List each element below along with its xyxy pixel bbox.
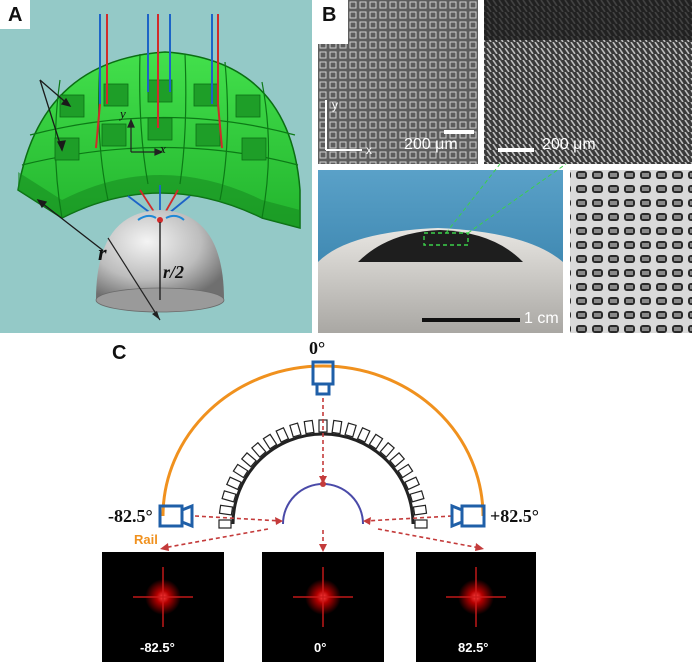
ommatidium <box>344 422 357 438</box>
ommatidium <box>225 476 242 491</box>
ommatidium <box>356 426 371 443</box>
half-radius-label: r/2 <box>163 262 185 282</box>
spot-image-right: 82.5° <box>416 552 536 662</box>
ommatidium <box>404 476 421 491</box>
panel-a: A r r/2 y x <box>0 0 312 333</box>
axis-x-label: x <box>160 141 166 156</box>
ommatidium <box>389 452 406 468</box>
ommatidium <box>397 463 414 479</box>
compound-eye-underside <box>18 172 300 228</box>
camera-right <box>450 503 486 529</box>
inner-hemisphere <box>282 483 364 525</box>
panel-c-letter: C <box>112 342 127 365</box>
angle-left-label: -82.5° <box>108 506 153 526</box>
ommatidium <box>218 519 232 529</box>
ommatidium <box>414 519 428 529</box>
scalebar-label-3: 1 cm <box>524 310 559 327</box>
spot-image-center: 0° <box>262 552 384 662</box>
spot-label-center: 0° <box>314 640 327 655</box>
ommatidium <box>379 441 395 458</box>
ommatidium <box>221 490 237 503</box>
ommatidium <box>232 463 249 479</box>
camera-top <box>311 360 335 396</box>
rail-arc <box>161 364 485 517</box>
sem-axis-y: y <box>332 98 338 112</box>
panel-b-letter: B <box>318 0 344 29</box>
spot-label-right: 82.5° <box>458 640 489 655</box>
radius-label: r <box>98 240 107 265</box>
angle-top-label: 0° <box>309 338 326 358</box>
panel-c-schematic <box>158 360 486 552</box>
ommatidium <box>275 426 290 443</box>
scalebar-label-1: 200 μm <box>404 136 458 153</box>
ommatidium <box>289 422 302 438</box>
scalebar-label-2: 200 μm <box>542 136 596 153</box>
panel-a-illustration <box>17 14 301 321</box>
ommatidium <box>368 433 384 450</box>
ommatidium <box>218 504 234 516</box>
ommatidium <box>262 433 278 450</box>
ommatidium <box>303 419 315 435</box>
axis-y-label: y <box>120 106 126 121</box>
spot-image-left: -82.5° <box>102 552 224 662</box>
spot-label-left: -82.5° <box>140 640 175 655</box>
ommatidium <box>331 419 343 435</box>
panel-a-letter: A <box>0 0 31 29</box>
ommatidium <box>240 452 257 468</box>
camera-left <box>158 503 194 529</box>
panel-b: B 200 μm 200 μm 1 cm y x <box>318 0 692 333</box>
ommatidium <box>409 490 425 503</box>
panel-c: C 0° -82.5° +82.5° Rail -82.5° 0° 82.5° <box>0 338 692 668</box>
ommatidium <box>412 504 428 516</box>
ommatidium <box>251 441 267 458</box>
sem-axis-x: x <box>366 143 372 157</box>
rail-label: Rail <box>134 532 158 547</box>
angle-right-label: +82.5° <box>490 506 539 526</box>
panel-b-micrographs <box>318 0 692 333</box>
